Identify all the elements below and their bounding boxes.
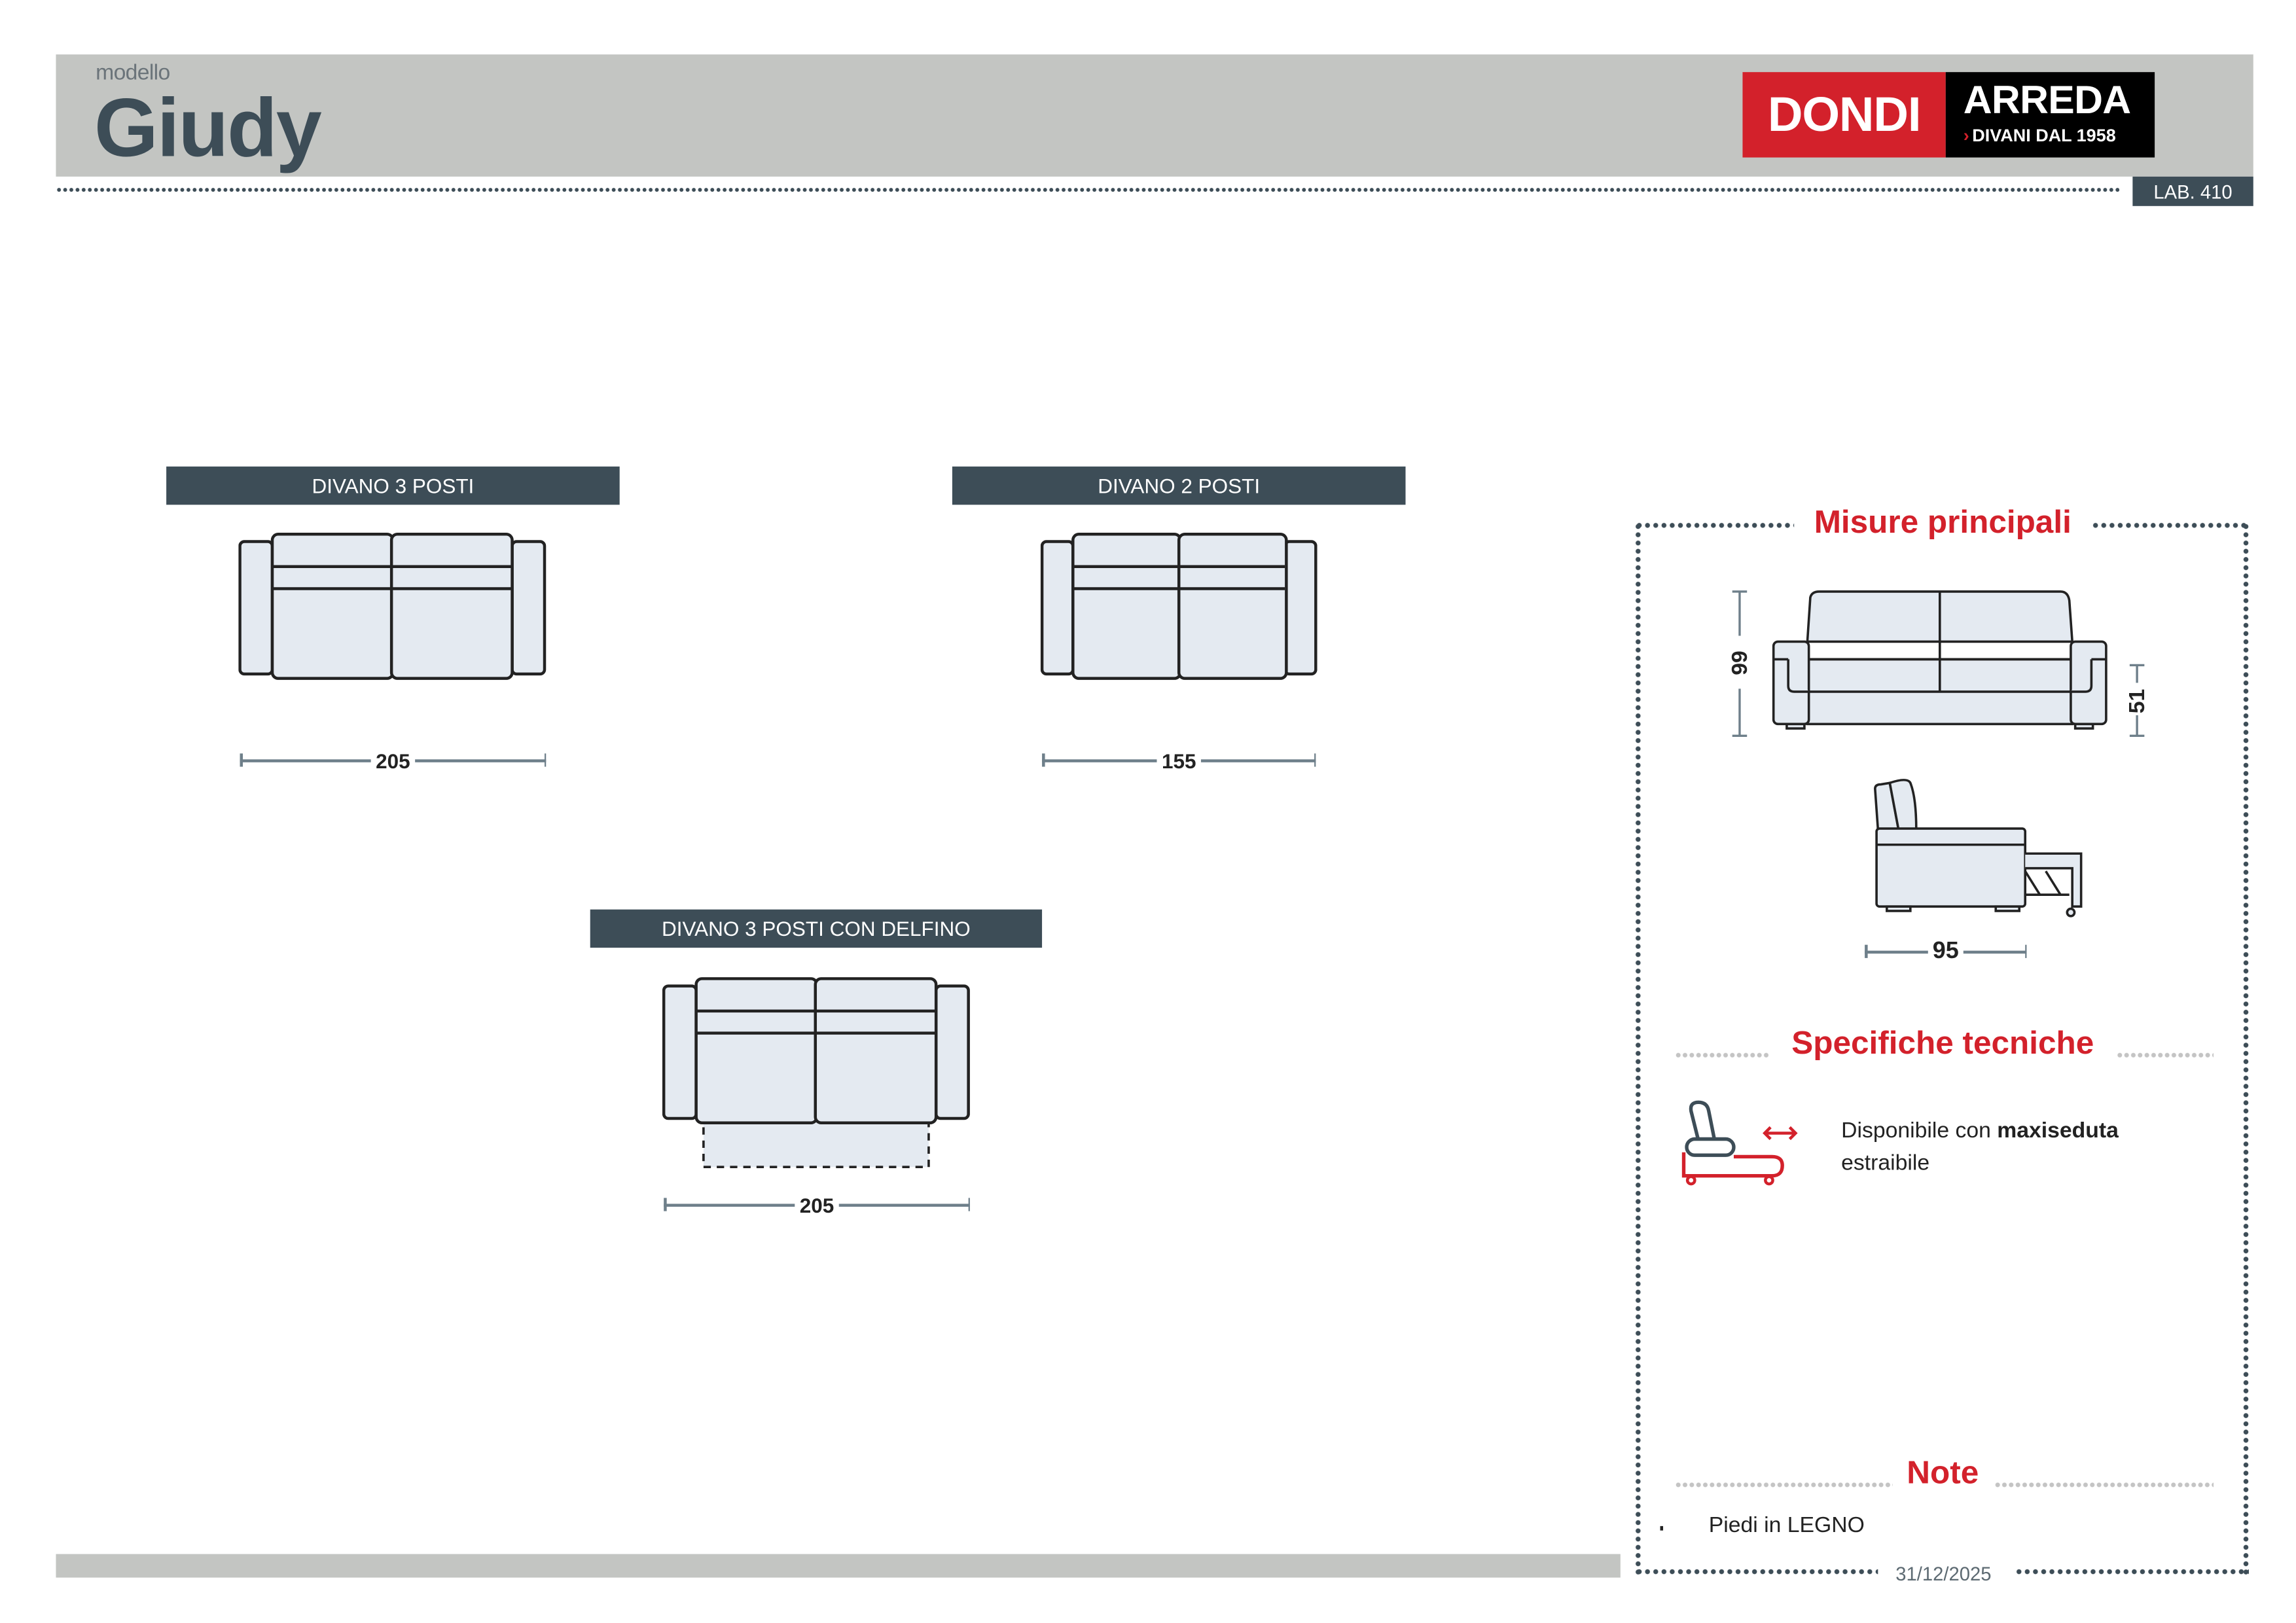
chevron-right-icon: › (1963, 125, 1969, 146)
width-dimension-2-posti: 155 (1042, 749, 1317, 773)
note-title: Note (1907, 1454, 1979, 1491)
spec-text-bold: maxiseduta (1997, 1118, 2119, 1144)
misure-principali-title: Misure principali (1814, 503, 2072, 541)
bullet-icon (1660, 1525, 1664, 1531)
footer-bar (56, 1554, 1621, 1578)
depth-label: 95 (1932, 938, 1959, 964)
note-item: Piedi in LEGNO (1708, 1512, 1865, 1538)
section-title-divano-3-posti: DIVANO 3 POSTI (166, 466, 620, 505)
brand-logo-arreda: ARREDA ›DIVANI DAL 1958 (1945, 72, 2155, 158)
model-label: modello (96, 60, 170, 86)
sofa-2-posti-top-view (1040, 533, 1318, 680)
brand-logo-dondi: DONDI (1742, 72, 1946, 158)
brand-tagline-text: DIVANI DAL 1958 (1972, 125, 2116, 146)
section-title-divano-2-posti: DIVANO 2 POSTI (952, 466, 1406, 505)
panel-border-top-left (1635, 522, 1795, 529)
brand-arreda: ARREDA (1963, 78, 2131, 122)
spec-text-line2: estraibile (1841, 1150, 1930, 1176)
brand-tagline: ›DIVANI DAL 1958 (1964, 126, 2116, 145)
dotted-divider (56, 187, 2120, 193)
maxiseduta-extractable-icon (1681, 1100, 1798, 1186)
width-dimension-3-posti-delfino: 205 (664, 1193, 971, 1217)
section-title-divano-3-posti-delfino: DIVANO 3 POSTI CON DELFINO (590, 909, 1043, 948)
sofa-side-view (1874, 779, 2083, 918)
model-name: Giudy (94, 80, 322, 174)
panel-border-top-right (2091, 522, 2250, 529)
depth-dimension: 95 (1865, 938, 2027, 965)
dotted-rule (1675, 1482, 1893, 1488)
lab-code-badge: LAB. 410 (2132, 176, 2253, 206)
panel-border-left (1635, 522, 1641, 1575)
width-label: 155 (1161, 749, 1196, 773)
spec-text: Disponibile con (1841, 1118, 1998, 1144)
panel-border-bottom-right (2015, 1569, 2250, 1575)
panel-border-bottom-left (1635, 1569, 1878, 1575)
spec-description: Disponibile con maxiseduta estraibile (1841, 1116, 2119, 1181)
width-dimension-3-posti: 205 (240, 749, 547, 773)
width-label: 205 (799, 1193, 834, 1217)
specifiche-tecniche-title: Specifiche tecniche (1791, 1024, 2094, 1061)
sofa-3-posti-top-view (238, 533, 547, 680)
dotted-rule (2116, 1052, 2214, 1058)
dotted-rule (1675, 1052, 1769, 1058)
panel-border-right (2243, 522, 2250, 1575)
width-label: 205 (376, 749, 410, 773)
specs-panel (1635, 522, 2250, 1575)
seat-height-dimension-label: 51 (2125, 688, 2150, 714)
sofa-3-posti-delfino-top-view (662, 977, 970, 1169)
document-date: 31/12/2025 (1880, 1563, 2006, 1585)
height-dimension-label: 99 (1727, 651, 1753, 675)
dotted-rule (1994, 1482, 2214, 1488)
sofa-front-view (1732, 590, 2145, 738)
